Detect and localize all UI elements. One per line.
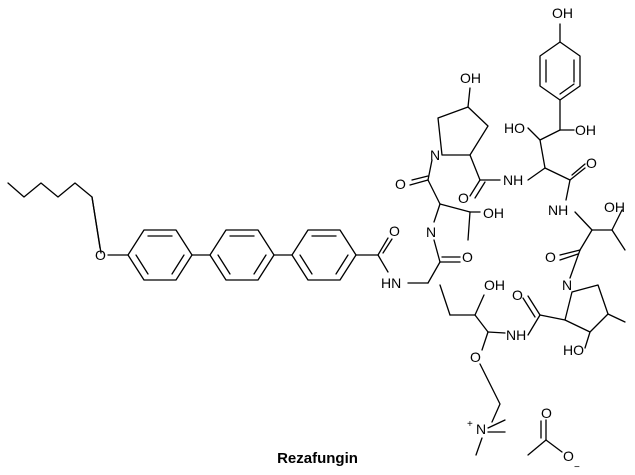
- benzene-ring-2: [209, 229, 275, 281]
- side-chain-amide: O HN: [355, 223, 401, 291]
- phenol-oh-label: OH: [552, 5, 573, 21]
- nh-label-upper-left: N: [426, 224, 436, 240]
- compound-name: Rezafungin: [277, 450, 358, 467]
- pentyl-chain: [7, 182, 102, 254]
- amide-oxygen-label: O: [389, 223, 400, 239]
- thr-oh-label-1: OH: [483, 205, 504, 221]
- proline-n-label-1: N: [430, 147, 440, 163]
- thr-oh-label-2: OH: [604, 199, 625, 215]
- aminal-oh-label: OH: [484, 277, 505, 293]
- acetate-minus-sign: −: [574, 462, 580, 473]
- nh-label-top: NH: [503, 172, 523, 188]
- homotyrosine-residue: HO OH OH O NH: [504, 5, 597, 218]
- benzene-ring-1: [127, 229, 193, 281]
- threonine-residue-2: OH O N: [545, 199, 626, 293]
- nh-label-right: NH: [548, 202, 568, 218]
- homotyr-ho-label: HO: [504, 120, 525, 136]
- proline-n-label-2: N: [562, 277, 572, 293]
- aminal-residue: OH O: [439, 277, 506, 423]
- homotyr-oh-label: OH: [575, 122, 596, 138]
- ammonium-n-label: N: [476, 421, 486, 437]
- carbonyl-oxygen-7: O: [512, 287, 523, 303]
- acetate-counterion: O O −: [527, 405, 580, 473]
- ammonium-plus: +: [467, 419, 473, 430]
- hydroxyproline-ring-1: OH O NH: [437, 70, 523, 206]
- hyp2-oh-label: HO: [563, 342, 584, 358]
- acetate-oxygen-minus: O: [563, 448, 574, 464]
- hyp-oh-label: OH: [460, 70, 481, 86]
- hn-label-1: HN: [381, 275, 401, 291]
- nh-label-bottom: NH: [506, 327, 526, 343]
- ether-oxygen-2-label: O: [470, 349, 481, 365]
- trimethylammonium: + N: [467, 419, 506, 456]
- ether-oxygen-label: O: [95, 247, 106, 263]
- carbonyl-oxygen-4: O: [458, 190, 469, 206]
- carbonyl-oxygen-3: O: [395, 176, 406, 192]
- carbonyl-oxygen-6: O: [545, 249, 556, 265]
- acetate-oxygen-top: O: [541, 405, 552, 421]
- benzene-ring-3: [291, 229, 357, 281]
- carbonyl-oxygen-2: O: [462, 249, 473, 265]
- ether-oxygen-1: O: [95, 247, 129, 263]
- macrocycle-backbone: O N HN OH O N: [395, 147, 504, 284]
- hydroxyproline-ring-2: HO O NH: [506, 284, 626, 358]
- carbonyl-oxygen-5: O: [586, 155, 597, 171]
